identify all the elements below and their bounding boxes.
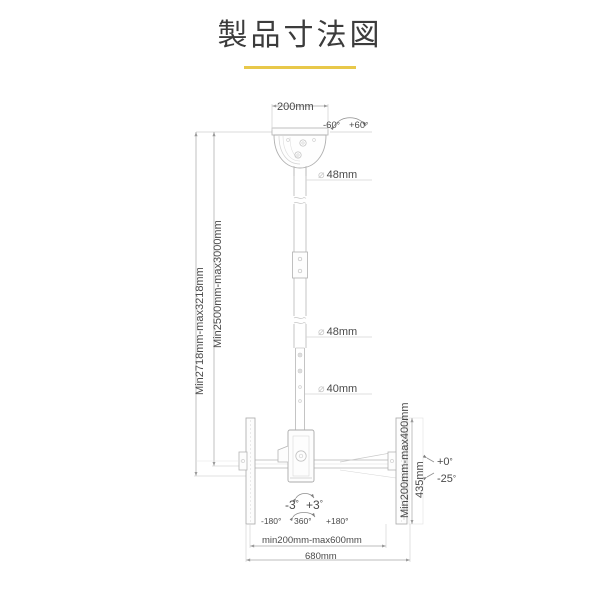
label-plate-range: Min200mm-max400mm [399, 402, 411, 518]
page-title: 製品寸法図 [217, 18, 383, 53]
degree-symbol-tilt-pos: ° [319, 499, 323, 508]
tilt-swivel-head [277, 429, 315, 483]
diameter-icon-lower: ⌀ [318, 383, 325, 395]
label-screen-tilt-bottom: -25° [437, 473, 457, 485]
label-total-height-inner: Min2500mm-max3000mm [212, 220, 224, 348]
degree-symbol-tilt-bottom: ° [452, 474, 457, 483]
label-mid-pole-diameter: ⌀48mm [318, 326, 358, 338]
label-total-height-outer: Min2718mm-max3218mm [194, 267, 206, 395]
label-rotation-min: -180° [261, 516, 282, 526]
degree-symbol-tilt-top: ° [449, 457, 453, 466]
rotation-angle-indicator [289, 512, 316, 522]
label-mount-width-range: min200mm-max600mm [262, 535, 362, 546]
tilt-angle-indicator [292, 493, 315, 503]
swivel-angle-indicator [330, 117, 367, 131]
label-plate-height: 435mm [414, 461, 426, 498]
extension-pole-assembly [292, 168, 308, 430]
tv-mount-arms [252, 451, 397, 479]
pole-coupler-upper [292, 251, 308, 279]
tv-plate-right [387, 417, 424, 525]
screen-tilt-indicator [422, 454, 435, 481]
label-lower-pole-diameter: ⌀40mm [318, 383, 358, 395]
dim-total-height-outer [194, 132, 250, 477]
dim-ceiling-plate-width [271, 104, 329, 130]
label-upper-pole-diameter: ⌀48mm [318, 169, 358, 181]
diameter-icon-upper: ⌀ [318, 169, 325, 181]
dim-mount-width-range [249, 524, 387, 548]
ceiling-mount-assembly [196, 127, 372, 176]
pole-adjustment-holes [297, 352, 303, 403]
ceiling-dome-housing [273, 134, 327, 169]
degree-symbol-swivel-min: ° [336, 121, 340, 130]
degree-symbol-tilt-neg: ° [295, 499, 299, 508]
ceiling-plate [271, 127, 329, 136]
pole-break-symbol-mid [293, 317, 307, 324]
diameter-icon-mid: ⌀ [318, 326, 325, 338]
pole-break-symbol-upper [293, 197, 307, 204]
degree-symbol-rotation: ° [308, 517, 312, 526]
label-screen-tilt-top: +0° [437, 456, 453, 468]
label-rotation-full: 360° [294, 516, 312, 526]
label-swivel-max: +60° [349, 120, 369, 131]
tv-plate-left [196, 417, 256, 525]
label-tilt-neg: -3° [285, 498, 299, 512]
label-swivel-min: -60° [323, 120, 340, 131]
title-block: 製品寸法図 [0, 18, 600, 69]
label-ceiling-plate-width: 200mm [277, 101, 314, 113]
diameter-leader-lines [305, 179, 372, 395]
title-underline-rule [244, 66, 356, 69]
label-tilt-pos: +3° [306, 498, 323, 512]
dim-overall-width [245, 524, 411, 562]
label-overall-width: 680mm [305, 551, 337, 562]
label-rotation-max: +180° [326, 516, 349, 526]
degree-symbol-swivel-max: ° [365, 121, 369, 130]
